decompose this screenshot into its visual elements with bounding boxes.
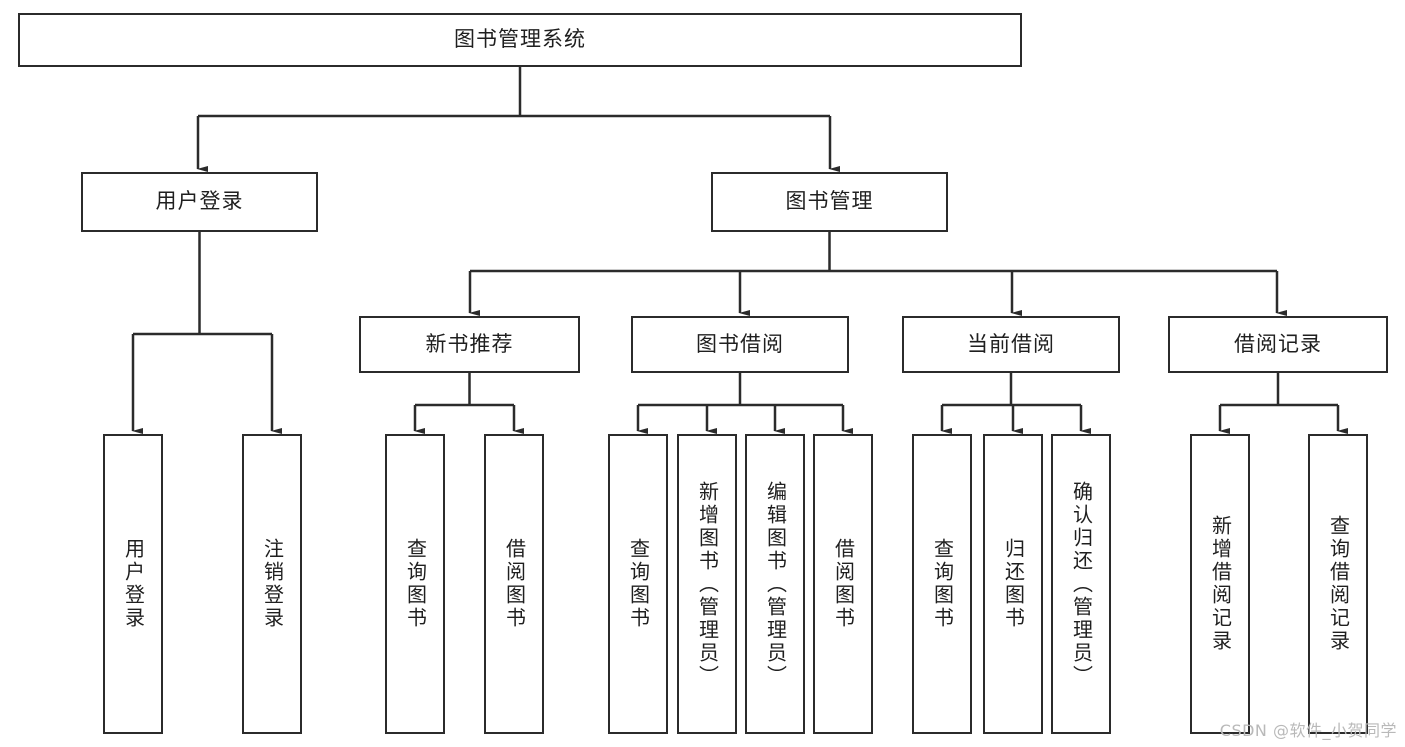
node-label: 注销登录: [260, 538, 285, 630]
leaf-user-login[interactable]: 用户登录: [103, 434, 163, 734]
node-label: 用户登录: [121, 538, 146, 630]
node-label: 归还图书: [1001, 538, 1026, 630]
node-new-book-recommend[interactable]: 新书推荐: [359, 316, 580, 373]
node-book-manage[interactable]: 图书管理: [711, 172, 948, 232]
node-label: 确认归还（管理员）: [1069, 480, 1094, 688]
leaf-logout-login[interactable]: 注销登录: [242, 434, 302, 734]
node-label: 查询借阅记录: [1326, 515, 1351, 653]
node-label: 图书管理系统: [454, 27, 586, 52]
node-label: 新增借阅记录: [1208, 515, 1233, 653]
node-label: 查询图书: [626, 538, 651, 630]
node-label: 借阅记录: [1234, 331, 1322, 356]
node-label: 借阅图书: [831, 538, 856, 630]
leaf-borrow-book-recommend[interactable]: 借阅图书: [484, 434, 544, 734]
node-label: 编辑图书（管理员）: [763, 480, 788, 688]
leaf-add-book-admin[interactable]: 新增图书（管理员）: [677, 434, 737, 734]
node-user-login[interactable]: 用户登录: [81, 172, 318, 232]
leaf-confirm-return-admin[interactable]: 确认归还（管理员）: [1051, 434, 1111, 734]
node-label: 查询图书: [930, 538, 955, 630]
leaf-query-book-borrow[interactable]: 查询图书: [608, 434, 668, 734]
node-label: 查询图书: [403, 538, 428, 630]
leaf-query-book-current[interactable]: 查询图书: [912, 434, 972, 734]
leaf-return-book[interactable]: 归还图书: [983, 434, 1043, 734]
node-current-borrow[interactable]: 当前借阅: [902, 316, 1120, 373]
node-label: 图书借阅: [696, 331, 784, 356]
csdn-watermark: CSDN @软件_小贺同学: [1219, 721, 1397, 740]
node-label: 用户登录: [155, 189, 244, 214]
leaf-query-book-recommend[interactable]: 查询图书: [385, 434, 445, 734]
node-label: 借阅图书: [502, 538, 527, 630]
node-label: 新增图书（管理员）: [695, 480, 720, 688]
node-label: 新书推荐: [425, 331, 514, 356]
node-borrow-record[interactable]: 借阅记录: [1168, 316, 1388, 373]
node-root-system[interactable]: 图书管理系统: [18, 13, 1022, 67]
leaf-add-borrow-record[interactable]: 新增借阅记录: [1190, 434, 1250, 734]
leaf-borrow-book[interactable]: 借阅图书: [813, 434, 873, 734]
leaf-edit-book-admin[interactable]: 编辑图书（管理员）: [745, 434, 805, 734]
node-label: 当前借阅: [967, 331, 1055, 356]
node-book-borrow[interactable]: 图书借阅: [631, 316, 849, 373]
node-label: 图书管理: [785, 189, 874, 214]
leaf-query-borrow-record[interactable]: 查询借阅记录: [1308, 434, 1368, 734]
